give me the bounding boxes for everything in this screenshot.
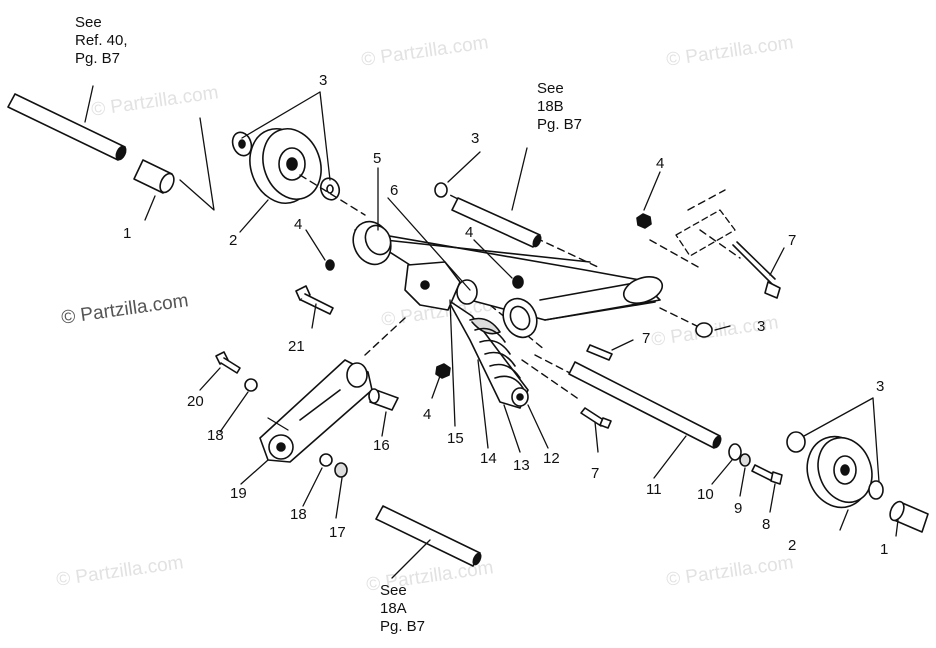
bolt-middle	[586, 344, 613, 361]
reference-note-18a: See 18A Pg. B7	[380, 582, 426, 635]
callout-2: 2	[229, 232, 238, 249]
callout-12: 12	[543, 450, 560, 467]
upper-center-shaft	[451, 197, 542, 248]
washer-left-2	[319, 177, 341, 201]
washer-3-right	[786, 431, 806, 453]
callout-19: 19	[230, 485, 247, 502]
callout-3: 3	[876, 378, 885, 395]
nut-17	[334, 462, 348, 478]
bolt-20	[215, 351, 241, 374]
callout-18: 18	[207, 427, 224, 444]
washer-18-lower	[319, 453, 333, 467]
callout-11: 11	[646, 481, 662, 498]
washer-3-far-right	[868, 480, 884, 500]
upper-left-shaft	[7, 93, 127, 161]
lower-shaft	[375, 505, 482, 567]
callout-3: 3	[319, 72, 328, 89]
washer-9	[739, 453, 751, 467]
callout-1: 1	[880, 541, 889, 558]
callout-13: 13	[513, 457, 530, 474]
callout-3: 3	[757, 318, 766, 335]
callout-18: 18	[290, 506, 307, 523]
wheel-right	[806, 435, 873, 509]
callout-14: 14	[480, 450, 497, 467]
shock-absorber	[447, 299, 529, 409]
lower-link-arm	[259, 359, 373, 463]
wheel-left	[249, 128, 322, 204]
callout-4: 4	[294, 216, 303, 233]
bolt-21	[295, 285, 334, 315]
callout-21: 21	[288, 338, 305, 355]
nut-4-left	[325, 259, 335, 271]
bolt-upper	[732, 241, 781, 299]
washer-left	[231, 131, 253, 157]
callout-17: 17	[329, 524, 346, 541]
callout-16: 16	[373, 437, 390, 454]
bushing-left	[133, 159, 175, 194]
callout-9: 9	[734, 500, 743, 517]
bolt-lower	[580, 407, 612, 429]
bolt-8	[751, 464, 783, 485]
nut-3-right	[695, 322, 713, 338]
callout-20: 20	[187, 393, 204, 410]
callout-4: 4	[656, 155, 665, 172]
reference-note-ref40: See Ref. 40, Pg. B7	[75, 14, 128, 67]
nut-4-upper	[636, 213, 652, 229]
callout-7: 7	[591, 465, 600, 482]
callout-5: 5	[373, 150, 382, 167]
callout-4: 4	[423, 406, 432, 423]
callout-2: 2	[788, 537, 797, 554]
callout-7: 7	[788, 232, 797, 249]
nut-4-lower	[435, 363, 451, 379]
callout-3: 3	[471, 130, 480, 147]
nut-4-center	[512, 275, 524, 289]
callout-10: 10	[697, 486, 714, 503]
callout-6: 6	[390, 182, 399, 199]
callout-15: 15	[447, 430, 464, 447]
callout-7: 7	[642, 330, 651, 347]
washer-18-upper	[244, 378, 258, 392]
reference-note-18b: See 18B Pg. B7	[537, 80, 583, 133]
callout-1: 1	[123, 225, 132, 242]
nut-upper	[434, 182, 448, 198]
washer-10	[728, 443, 742, 461]
bushing-16	[368, 388, 399, 411]
rear-shaft	[568, 361, 722, 449]
callout-8: 8	[762, 516, 771, 533]
callout-4: 4	[465, 224, 474, 241]
bushing-right	[889, 500, 929, 533]
